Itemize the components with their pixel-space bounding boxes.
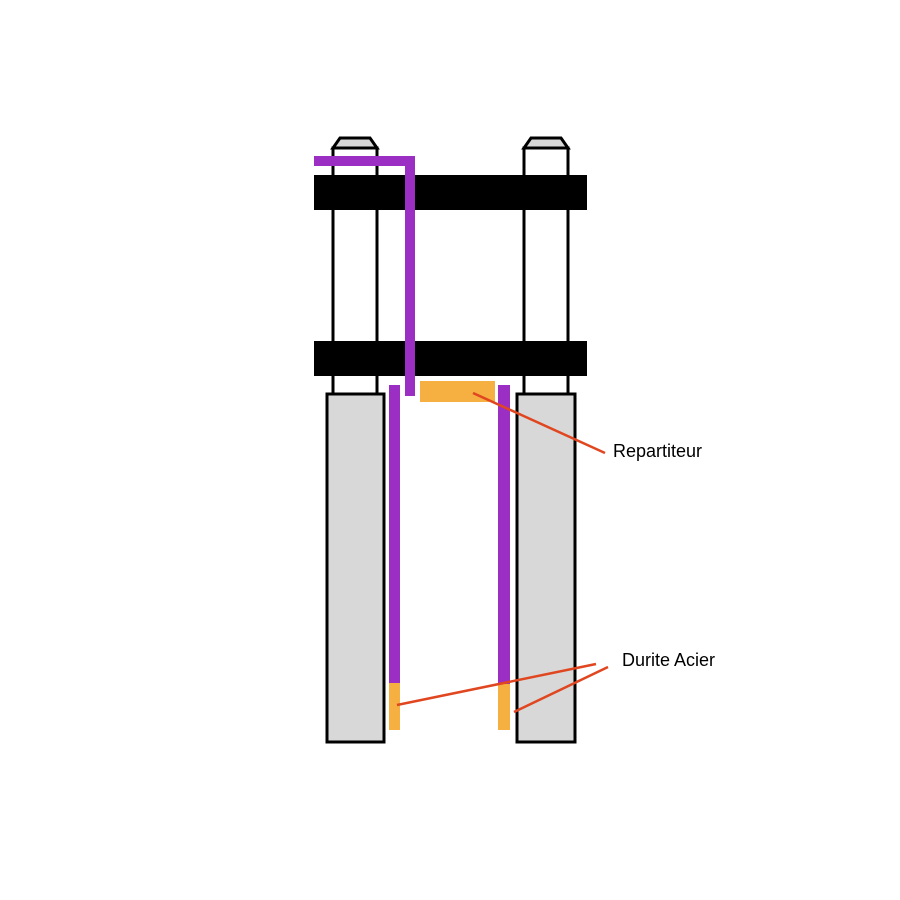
durite-leader-line-left: [396, 662, 597, 707]
left-durite-fitting: [389, 683, 400, 730]
repartiteur-block: [420, 381, 495, 402]
lower-triple-clamp: [314, 341, 587, 376]
upper-triple-clamp: [314, 175, 587, 210]
main-brake-line: [314, 156, 415, 396]
durite-acier-label: Durite Acier: [622, 650, 715, 670]
left-brake-line: [389, 385, 400, 683]
right-fork-slider: [515, 392, 577, 744]
right-brake-line: [498, 385, 510, 684]
durite-leader-line-right: [513, 665, 609, 714]
left-fork-slider: [325, 392, 386, 744]
right-durite-fitting: [498, 684, 510, 730]
repartiteur-leader-line: [472, 391, 606, 455]
repartiteur-label: Repartiteur: [613, 441, 702, 461]
